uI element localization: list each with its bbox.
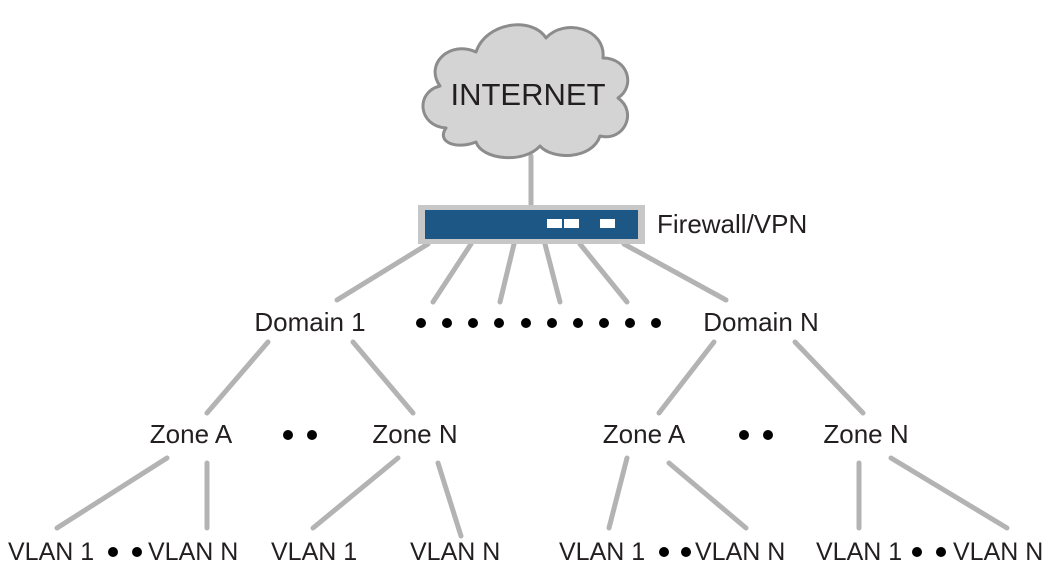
vlan-label: VLAN 1 — [559, 538, 645, 565]
vlan-label: VLAN N — [148, 538, 238, 565]
connector-firewall-fan — [577, 241, 630, 305]
internet-label: INTERNET — [451, 77, 606, 112]
zone-label: Zone N — [372, 419, 457, 449]
vlan-label: VLAN N — [953, 538, 1043, 565]
firewall-device-icon — [418, 205, 645, 244]
vlan-label: VLAN N — [695, 538, 785, 565]
connector-domain1-zoneA — [204, 339, 271, 416]
zone-label: Zone A — [603, 419, 686, 449]
connector-firewall-domain1 — [334, 241, 431, 303]
internet-cloud-icon: INTERNET — [421, 23, 630, 160]
connector-zone-vlan — [606, 455, 630, 531]
connector-lines — [54, 153, 1010, 539]
domain-label: Domain N — [703, 307, 819, 337]
connector-firewall-fan — [497, 241, 517, 305]
vlan-ellipsis — [108, 547, 946, 557]
connector-firewall-fan — [542, 241, 563, 305]
domain-label: Domain 1 — [254, 307, 365, 337]
connector-zone-vlan — [54, 455, 170, 531]
zone-ellipsis — [283, 430, 773, 440]
connector-zone-vlan — [888, 455, 1010, 531]
domain-ellipsis — [416, 318, 661, 328]
connector-firewall-fan — [430, 241, 474, 305]
connector-zone-vlan — [666, 460, 749, 531]
connector-domain1-zoneN — [350, 339, 416, 416]
connector-domainN-zoneN — [792, 339, 866, 416]
connector-zone-vlan — [310, 455, 401, 531]
connector-zone-vlan — [435, 460, 464, 539]
firewall-label: Firewall/VPN — [657, 209, 807, 239]
vlan-label: VLAN N — [410, 538, 500, 565]
connector-domainN-zoneA — [656, 339, 717, 416]
vlan-label: VLAN 1 — [816, 538, 902, 565]
vlan-label: VLAN 1 — [271, 538, 357, 565]
connector-firewall-domainN — [621, 241, 729, 303]
vlan-label: VLAN 1 — [8, 538, 94, 565]
zone-label: Zone N — [823, 419, 908, 449]
zone-label: Zone A — [150, 419, 233, 449]
